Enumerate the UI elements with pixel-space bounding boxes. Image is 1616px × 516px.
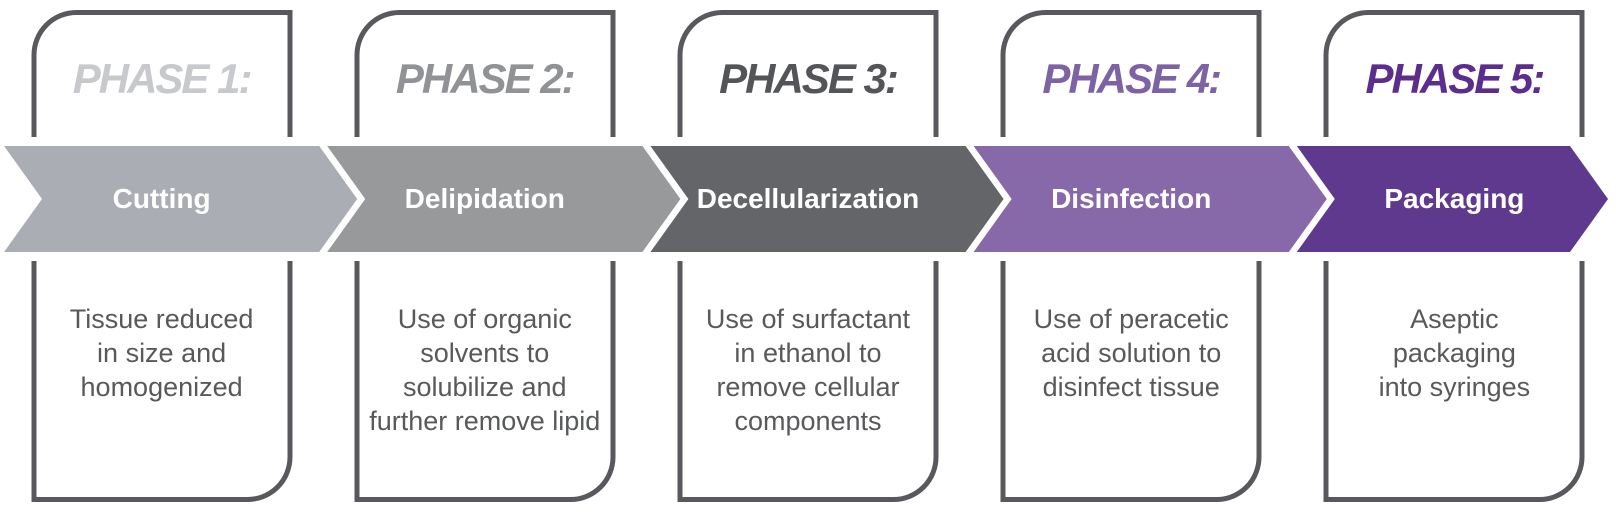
phase-description: Tissue reduced in size and homogenized <box>69 304 254 402</box>
chevron-arrow-phase-3 <box>650 146 1004 252</box>
phase-description: Use of surfactant in ethanol to remove c… <box>705 304 911 436</box>
phase-description: Use of peracetic acid solution to disinf… <box>1033 304 1229 402</box>
phase-title: PHASE 5: <box>1365 55 1546 102</box>
phase-step-label: Decellularization <box>696 183 920 214</box>
phase-title: PHASE 1: <box>72 55 253 102</box>
chevron-arrow-phase-2 <box>327 146 681 252</box>
phase-column-5: PHASE 5: Packaging Aseptic packaging int… <box>1293 0 1616 516</box>
phase-description: Aseptic packaging into syringes <box>1378 304 1531 402</box>
phase-step-label: Disinfection <box>1051 183 1212 214</box>
process-arrow-band <box>4 146 1608 252</box>
chevron-arrow-phase-4 <box>973 146 1327 252</box>
phase-step-label: Delipidation <box>404 183 565 214</box>
phase-title: PHASE 4: <box>1042 55 1222 102</box>
chevron-arrow-phase-1 <box>4 146 358 252</box>
phase-title: PHASE 3: <box>719 55 899 102</box>
chevron-arrow-phase-5 <box>1296 146 1608 252</box>
phase-step-label: Packaging <box>1384 183 1525 214</box>
phase-title: PHASE 2: <box>395 55 576 102</box>
phase-description: Use of organic solvents to solubilize an… <box>369 304 601 436</box>
phase-step-label: Cutting <box>112 183 211 214</box>
